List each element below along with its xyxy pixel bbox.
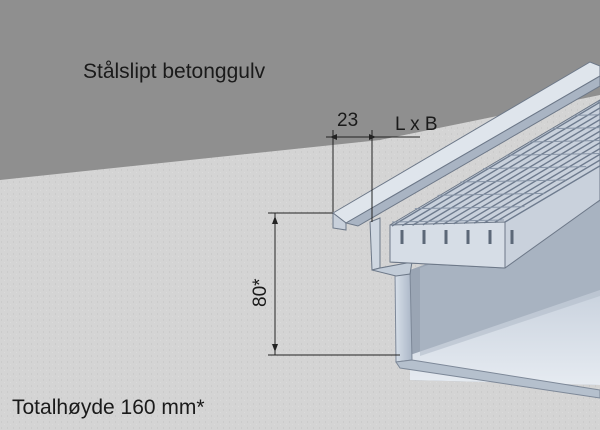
grating-bar	[437, 192, 546, 196]
channel-body	[394, 200, 600, 399]
grating-bar	[505, 152, 600, 156]
grating-bar	[401, 107, 600, 227]
grating-bar	[484, 153, 600, 224]
grating-bar	[453, 136, 600, 225]
grating-bar	[391, 101, 600, 227]
grating-bar	[483, 166, 587, 170]
grating-bar	[460, 179, 566, 183]
grating-bar	[391, 219, 505, 223]
dim-80-label: 80*	[250, 278, 271, 307]
grating-bar	[504, 165, 600, 223]
dim-lxb-label: L x B	[395, 114, 438, 135]
grating-bar	[528, 140, 600, 143]
total-height-label: Totalhøyde 160 mm*	[12, 396, 205, 419]
floor-label: Stålslipt betonggulv	[83, 60, 266, 83]
grating-bar	[422, 118, 600, 226]
channel-frame	[332, 61, 600, 277]
grating-bar	[494, 159, 600, 223]
dimension-lines	[268, 130, 420, 356]
grating-bar	[574, 114, 600, 116]
grating-bar	[473, 147, 600, 224]
grating-bar	[414, 206, 525, 210]
floor-surface	[0, 0, 600, 180]
dim-23-label: 23	[337, 110, 358, 131]
grating-bars	[391, 101, 600, 244]
